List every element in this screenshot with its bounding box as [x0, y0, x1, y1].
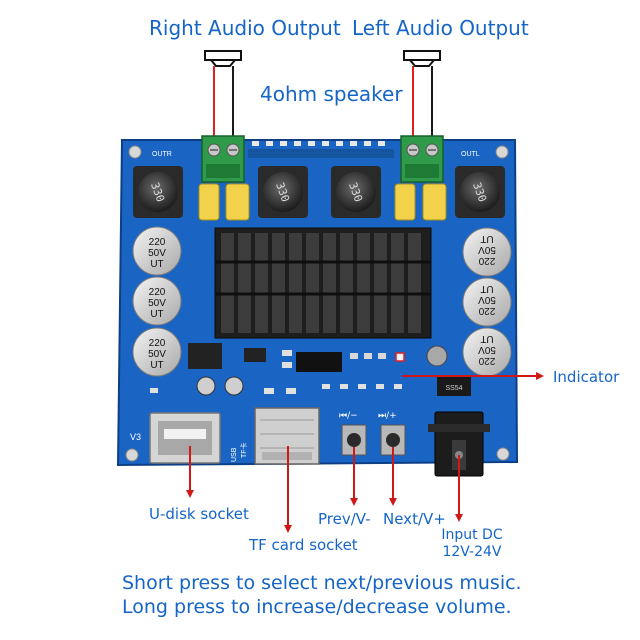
inductor-icon: 330	[258, 166, 308, 218]
usb-silkscreen: USB	[231, 447, 238, 462]
note-short-press: Short press to select next/previous musi…	[122, 572, 522, 594]
yellow-capacitors	[198, 183, 447, 221]
right-audio-output-label: Right Audio Output	[149, 16, 341, 40]
prev-key-silkscreen: ⏮/−	[339, 411, 358, 421]
prev-button[interactable]	[341, 424, 367, 456]
outl-silkscreen: OUTL	[461, 151, 480, 158]
svg-text:UT: UT	[480, 333, 493, 344]
mount-hole-icon	[125, 448, 139, 462]
inductor-icon: 330	[133, 166, 183, 218]
svg-text:50V: 50V	[148, 298, 166, 309]
capacitor-icon: 220 50V UT	[132, 226, 182, 276]
svg-text:330: 330	[273, 181, 292, 204]
svg-text:330: 330	[346, 181, 365, 204]
speaker-label: 4ohm speaker	[260, 82, 403, 106]
left-terminal-block	[400, 135, 444, 183]
speaker-wires	[213, 66, 433, 148]
capacitor-icon: 220 50V UT	[462, 227, 512, 277]
usb-socket	[149, 412, 221, 464]
svg-text:330: 330	[470, 181, 489, 204]
svg-text:50V: 50V	[148, 248, 166, 259]
pointer-lines	[186, 372, 544, 533]
outr-silkscreen: OUTR	[152, 151, 172, 158]
right-terminal-block	[201, 135, 245, 183]
inductor-icon: 330	[331, 166, 381, 218]
svg-text:220: 220	[478, 255, 495, 266]
capacitor-icon: 220 50V UT	[132, 327, 182, 377]
indicator-label: Indicator	[553, 368, 620, 386]
input-dc-line2: 12V-24V	[442, 544, 502, 560]
svg-text:50V: 50V	[148, 349, 166, 360]
svg-text:220: 220	[149, 287, 166, 298]
tf-card-socket-label: TF card socket	[249, 536, 358, 554]
mount-hole-icon	[128, 145, 142, 159]
prev-label: Prev/V-	[318, 510, 371, 528]
svg-text:220: 220	[478, 355, 495, 366]
inductor-icon: 330	[455, 166, 505, 218]
svg-text:UT: UT	[480, 283, 493, 294]
svg-text:220: 220	[149, 237, 166, 248]
svg-text:50V: 50V	[478, 244, 496, 255]
capacitor-icon: 220 50V UT	[462, 327, 512, 377]
capacitor-icon: 220 50V UT	[132, 276, 182, 326]
right-speaker-icon	[204, 50, 242, 67]
input-dc-label: Input DC 12V-24V	[436, 527, 508, 561]
tf-silkscreen: TF卡	[239, 442, 248, 458]
u-disk-socket-label: U-disk socket	[149, 505, 249, 523]
v3-silkscreen: V3	[130, 432, 141, 442]
mount-hole-icon	[496, 447, 510, 461]
svg-text:SS54: SS54	[445, 385, 462, 392]
next-label: Next/V+	[383, 510, 446, 528]
next-button[interactable]	[380, 424, 406, 456]
indicator-led-icon	[395, 352, 405, 362]
svg-text:220: 220	[478, 305, 495, 316]
led-row	[248, 141, 394, 158]
left-speaker-icon	[403, 50, 441, 67]
left-audio-output-label: Left Audio Output	[352, 16, 529, 40]
mount-hole-icon	[495, 145, 509, 159]
note-long-press: Long press to increase/decrease volume.	[122, 596, 512, 618]
svg-text:330: 330	[148, 181, 167, 204]
capacitor-icon: 220 50V UT	[462, 277, 512, 327]
svg-text:50V: 50V	[478, 294, 496, 305]
next-key-silkscreen: ⏭/+	[378, 411, 397, 421]
smd-components: SS54	[150, 343, 471, 396]
svg-text:220: 220	[149, 338, 166, 349]
svg-text:50V: 50V	[478, 344, 496, 355]
svg-text:UT: UT	[150, 360, 163, 371]
svg-text:UT: UT	[480, 233, 493, 244]
input-dc-line1: Input DC	[441, 527, 503, 543]
svg-text:UT: UT	[150, 259, 163, 270]
svg-text:UT: UT	[150, 309, 163, 320]
heatsink	[214, 227, 432, 339]
